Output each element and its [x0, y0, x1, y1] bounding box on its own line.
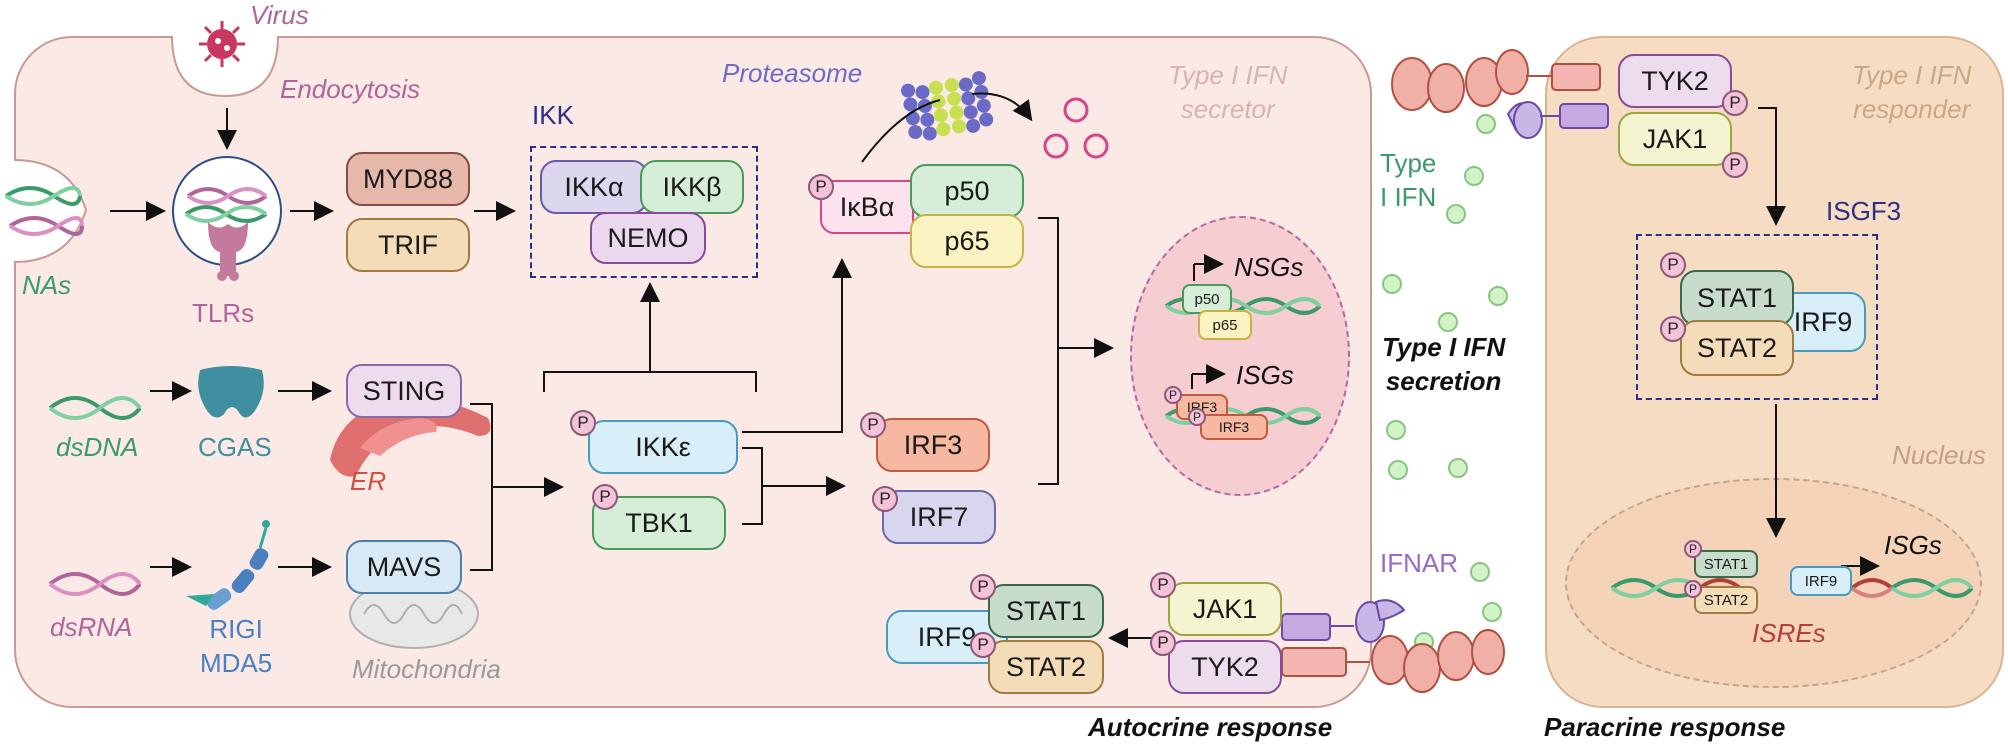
myd88-box: MYD88	[346, 152, 470, 206]
nsgs-label: NSGs	[1234, 252, 1304, 282]
stat1-isgf3-box: STAT1	[1680, 270, 1794, 326]
nemo-box: NEMO	[590, 212, 706, 264]
tlrs-label: TLRs	[192, 298, 255, 328]
phospho-stat2-dna: P	[1684, 580, 1702, 598]
phospho-irf3-dna-2: P	[1188, 408, 1206, 426]
jak1-autocrine-box: JAK1	[1168, 582, 1282, 636]
phospho-irf3-dna-1: P	[1164, 386, 1182, 404]
p50-dna-box: p50	[1182, 284, 1232, 314]
phospho-jak1-responder: P	[1722, 152, 1748, 178]
trif-box: TRIF	[346, 218, 470, 272]
mavs-box: MAVS	[346, 540, 462, 594]
sting-box: STING	[346, 364, 462, 418]
nas-label: NAs	[22, 270, 72, 300]
p50-box: p50	[910, 164, 1024, 218]
stat1-autocrine-box: STAT1	[988, 584, 1104, 638]
cgas-label: CGAS	[198, 432, 272, 462]
irf3-box: IRF3	[876, 418, 990, 472]
paracrine-label: Paracrine response	[1544, 712, 1786, 742]
irf3-dna-box-2: IRF3	[1200, 414, 1268, 440]
tyk2-responder-box: TYK2	[1618, 54, 1732, 108]
dsrna-label: dsRNA	[50, 612, 133, 642]
responder-nucleus	[1565, 478, 1982, 688]
stat2-isgf3-box: STAT2	[1680, 320, 1794, 376]
tyk2-autocrine-box: TYK2	[1168, 640, 1282, 694]
isgs-secretor-label: ISGs	[1236, 360, 1294, 390]
mitochondria-label: Mitochondria	[352, 654, 501, 684]
proteasome-label: Proteasome	[722, 58, 863, 88]
ikk-complex-box	[530, 146, 758, 278]
irf9-isgf3-box: IRF9	[1780, 292, 1866, 352]
endocytosis-label: Endocytosis	[280, 74, 421, 104]
ikk-epsilon-box: IKKε	[588, 420, 738, 474]
phospho-ikk-epsilon: P	[570, 410, 596, 436]
phospho-stat2-isgf3: P	[1660, 316, 1686, 342]
ikk-alpha-box: IKKα	[540, 160, 648, 214]
ikba-box: IκBα	[820, 180, 914, 234]
dsdna-label: dsDNA	[56, 432, 139, 462]
ikk-label: IKK	[532, 100, 574, 130]
phospho-irf3: P	[860, 412, 886, 438]
nucleus-label: Nucleus	[1892, 440, 1986, 470]
jak1-responder-box: JAK1	[1618, 112, 1732, 166]
ikk-beta-box: IKKβ	[640, 160, 744, 214]
stat2-autocrine-box: STAT2	[988, 640, 1104, 694]
stat2-dna-box: STAT2	[1694, 586, 1758, 614]
irf9-dna-box: IRF9	[1790, 566, 1852, 596]
isgf3-complex-box	[1636, 234, 1878, 400]
er-label: ER	[350, 466, 387, 496]
virus-label: Virus	[250, 0, 309, 30]
isgs-responder-label: ISGs	[1884, 530, 1942, 560]
phospho-stat1-dna: P	[1684, 540, 1702, 558]
phospho-ikba: P	[808, 174, 834, 200]
phospho-tyk2-responder: P	[1722, 90, 1748, 116]
autocrine-label: Autocrine response	[1088, 712, 1333, 742]
phospho-jak1-autocrine: P	[1150, 572, 1176, 598]
irf7-box: IRF7	[882, 490, 996, 544]
ifnar-label: IFNAR	[1380, 548, 1458, 578]
phospho-irf7: P	[872, 486, 898, 512]
p65-box: p65	[910, 214, 1024, 268]
stat1-dna-box: STAT1	[1694, 550, 1758, 578]
isgf3-label: ISGF3	[1826, 196, 1902, 226]
isres-label: ISREs	[1752, 618, 1826, 648]
phospho-tyk2-autocrine: P	[1150, 630, 1176, 656]
p65-dna-box: p65	[1198, 310, 1252, 340]
secretor-nucleus	[1130, 216, 1350, 496]
phospho-stat1-isgf3: P	[1660, 252, 1686, 278]
phospho-tbk1: P	[592, 484, 618, 510]
phospho-stat1-autocrine: P	[970, 574, 996, 600]
phospho-stat2-autocrine: P	[970, 632, 996, 658]
